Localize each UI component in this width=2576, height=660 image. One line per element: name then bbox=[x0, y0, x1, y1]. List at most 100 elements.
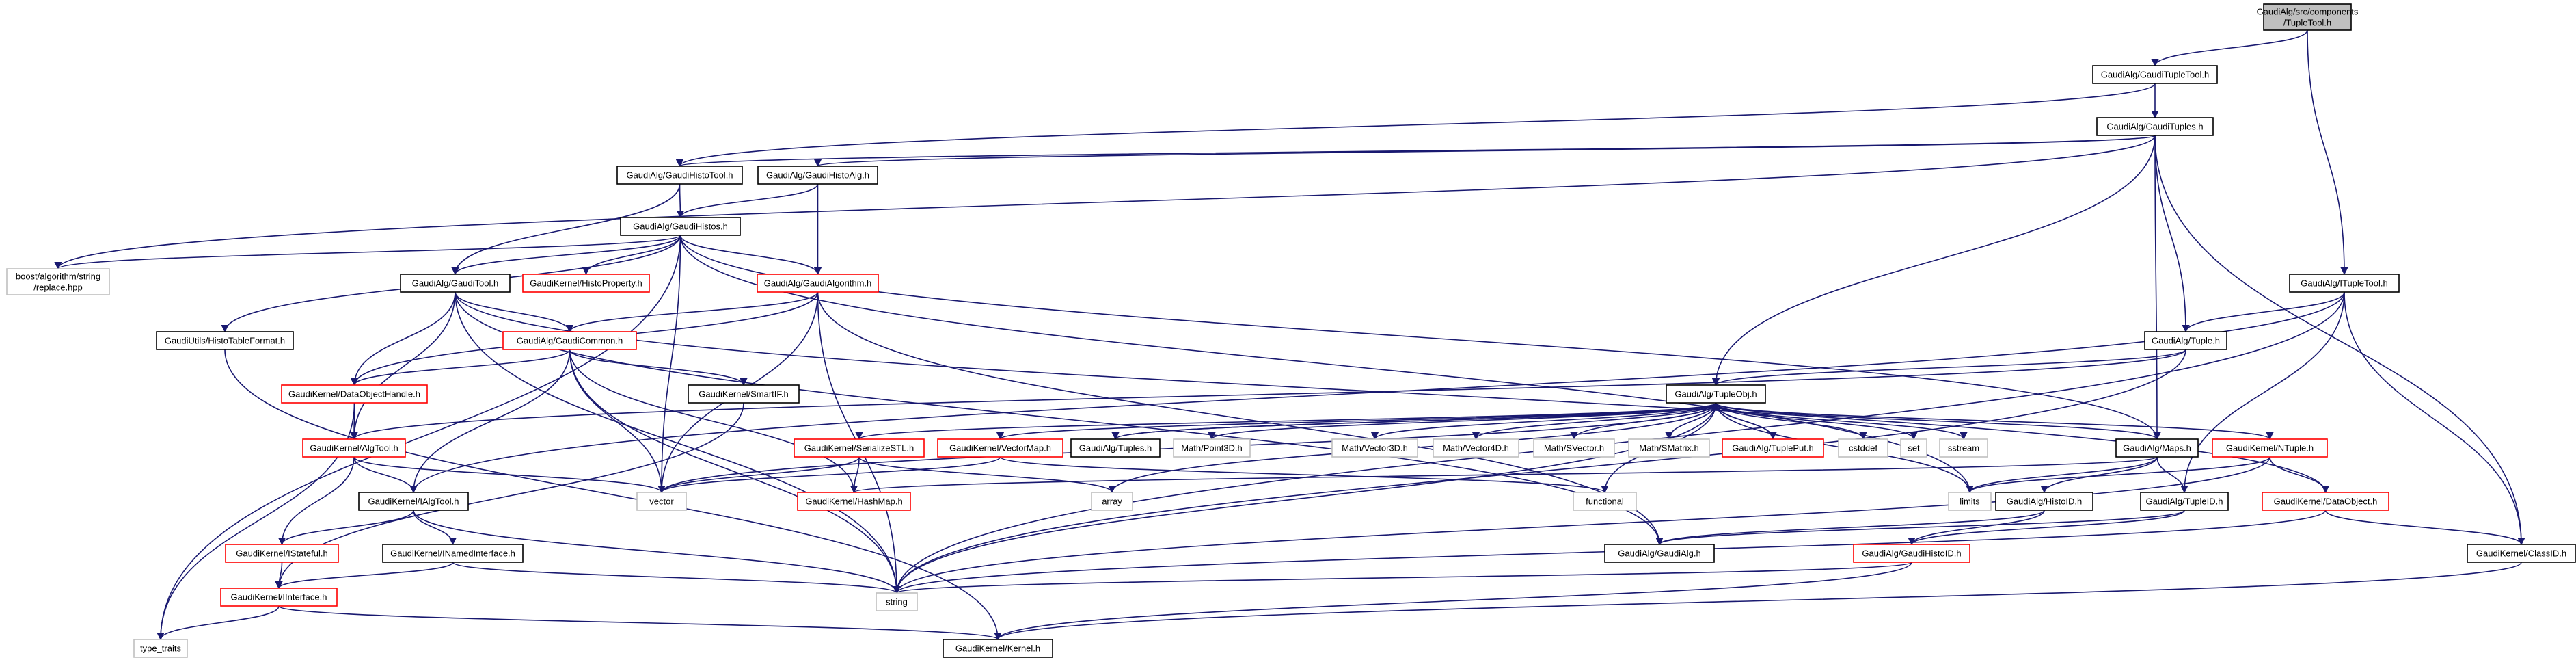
node-histoid[interactable]: GaudiAlg/HistoID.h bbox=[1995, 492, 2093, 511]
edge-ghistoid-to-string bbox=[893, 562, 1912, 594]
edge-gcommon-to-string bbox=[569, 349, 901, 594]
node-box-limits bbox=[1948, 492, 1992, 511]
node-label-serstl-line-0: GaudiKernel/SerializeSTL.h bbox=[804, 443, 914, 453]
edge-root-to-gtt bbox=[2151, 29, 2308, 67]
edge-gtool-to-doh bbox=[350, 291, 456, 386]
edge-gcommon-to-smartif bbox=[569, 349, 748, 386]
node-label-vector4d-line-0: Math/Vector4D.h bbox=[1443, 443, 1509, 453]
node-inamed[interactable]: GaudiKernel/INamedInterface.h bbox=[382, 544, 524, 563]
node-iinterface[interactable]: GaudiKernel/IInterface.h bbox=[220, 588, 338, 607]
node-label-boost-line-0: boost/algorithm/string bbox=[16, 272, 100, 282]
node-label-maps-line-0: GaudiAlg/Maps.h bbox=[2123, 443, 2191, 453]
node-box-tupleobj bbox=[1666, 384, 1766, 404]
edge-gcommon-to-doh bbox=[351, 349, 571, 386]
node-vecmap[interactable]: GaudiKernel/VectorMap.h bbox=[937, 438, 1063, 458]
node-label-histoprop-line-0: GaudiKernel/HistoProperty.h bbox=[530, 278, 642, 289]
node-ialgtool[interactable]: GaudiKernel/IAlgTool.h bbox=[358, 492, 469, 511]
node-label-vector-line-0: vector bbox=[649, 497, 674, 507]
node-box-array bbox=[1091, 492, 1133, 511]
node-box-tuples bbox=[1070, 438, 1161, 458]
node-label-set-line-0: set bbox=[1908, 443, 1920, 453]
node-label-ialgtool-line-0: GaudiKernel/IAlgTool.h bbox=[368, 497, 459, 507]
edge-inamed-to-string bbox=[452, 562, 901, 594]
node-tupleput[interactable]: GaudiAlg/TuplePut.h bbox=[1722, 438, 1824, 458]
node-label-gaudialg-line-0: GaudiAlg/GaudiAlg.h bbox=[1618, 549, 1700, 559]
node-tupleid[interactable]: GaudiAlg/TupleID.h bbox=[2140, 492, 2229, 511]
node-itupletool[interactable]: GaudiAlg/ITupleTool.h bbox=[2289, 274, 2400, 293]
node-box-gtool bbox=[400, 274, 511, 293]
node-doh[interactable]: GaudiKernel/DataObjectHandle.h bbox=[281, 384, 428, 404]
node-box-istateful bbox=[225, 544, 339, 563]
node-label-typetraits-line-0: type_traits bbox=[140, 644, 181, 654]
node-gtuples[interactable]: GaudiAlg/GaudiTuples.h bbox=[2096, 117, 2214, 136]
edge-gcommon-to-vector bbox=[569, 349, 666, 494]
edge-tupleobj-to-serstl bbox=[855, 402, 1717, 440]
node-dataobject[interactable]: GaudiKernel/DataObject.h bbox=[2262, 492, 2389, 511]
node-box-smatrix bbox=[1628, 438, 1710, 458]
edge-inamed-to-iinterface bbox=[275, 562, 454, 590]
edge-serstl-to-array bbox=[858, 456, 1116, 494]
node-label-gcommon-line-0: GaudiAlg/GaudiCommon.h bbox=[517, 336, 623, 346]
edge-gtuples-to-ghtool bbox=[676, 135, 2156, 168]
node-box-classid bbox=[2467, 544, 2576, 563]
node-box-maps bbox=[2115, 438, 2199, 458]
node-hashmap[interactable]: GaudiKernel/HashMap.h bbox=[797, 492, 911, 511]
node-vector4d: Math/Vector4D.h bbox=[1433, 438, 1519, 458]
node-kernel[interactable]: GaudiKernel/Kernel.h bbox=[943, 639, 1053, 658]
node-label-htformat-line-0: GaudiUtils/HistoTableFormat.h bbox=[165, 336, 285, 346]
node-label-tuple-line-0: GaudiAlg/Tuple.h bbox=[2152, 336, 2220, 346]
node-maps[interactable]: GaudiAlg/Maps.h bbox=[2115, 438, 2199, 458]
node-label-cstddef-line-0: cstddef bbox=[1849, 443, 1877, 453]
edge-htformat-to-kernel bbox=[224, 349, 1002, 641]
node-sstream: sstream bbox=[1939, 438, 1988, 458]
node-label-vecmap-line-0: GaudiKernel/VectorMap.h bbox=[949, 443, 1051, 453]
node-galgorithm[interactable]: GaudiAlg/GaudiAlgorithm.h bbox=[757, 274, 879, 293]
node-tuples[interactable]: GaudiAlg/Tuples.h bbox=[1070, 438, 1161, 458]
node-histoprop[interactable]: GaudiKernel/HistoProperty.h bbox=[522, 274, 650, 293]
edge-ghistos-to-gtool bbox=[451, 235, 681, 276]
node-htformat[interactable]: GaudiUtils/HistoTableFormat.h bbox=[156, 331, 294, 350]
edge-iinterface-to-typetraits bbox=[157, 605, 280, 641]
node-label-gtool-line-0: GaudiAlg/GaudiTool.h bbox=[412, 278, 498, 289]
node-ghistos[interactable]: GaudiAlg/GaudiHistos.h bbox=[620, 217, 741, 236]
node-tupleobj[interactable]: GaudiAlg/TupleObj.h bbox=[1666, 384, 1766, 404]
node-label-classid-line-0: GaudiKernel/ClassID.h bbox=[2476, 549, 2566, 559]
header-nodes: GaudiAlg/src/components/TupleTool.hGaudi… bbox=[6, 3, 2576, 658]
edge-tupleid-to-ghistoid bbox=[1908, 510, 2185, 546]
node-smartif[interactable]: GaudiKernel/SmartIF.h bbox=[688, 384, 800, 404]
node-classid[interactable]: GaudiKernel/ClassID.h bbox=[2467, 544, 2576, 563]
node-box-histoprop bbox=[522, 274, 650, 293]
edge-algtool-to-istateful bbox=[277, 456, 355, 546]
node-label-algtool-line-0: GaudiKernel/AlgTool.h bbox=[310, 443, 398, 453]
dependency-edges bbox=[54, 29, 2525, 641]
node-gtool[interactable]: GaudiAlg/GaudiTool.h bbox=[400, 274, 511, 293]
edge-tupleobj-to-point3d bbox=[1208, 402, 1717, 440]
edge-ialgtool-to-string bbox=[413, 510, 901, 594]
node-ghalg[interactable]: GaudiAlg/GaudiHistoAlg.h bbox=[757, 166, 878, 185]
node-label-boost-line-1: /replace.hpp bbox=[33, 282, 83, 293]
node-label-string-line-0: string bbox=[886, 597, 908, 607]
node-vector: vector bbox=[636, 492, 687, 511]
node-box-svector bbox=[1533, 438, 1615, 458]
node-gaudialg[interactable]: GaudiAlg/GaudiAlg.h bbox=[1604, 544, 1715, 563]
node-label-gtuples-line-0: GaudiAlg/GaudiTuples.h bbox=[2106, 122, 2203, 132]
node-box-vecmap bbox=[937, 438, 1063, 458]
node-serstl[interactable]: GaudiKernel/SerializeSTL.h bbox=[794, 438, 925, 458]
node-gcommon[interactable]: GaudiAlg/GaudiCommon.h bbox=[502, 331, 637, 350]
node-ntuple[interactable]: GaudiKernel/NTuple.h bbox=[2212, 438, 2328, 458]
node-tuple[interactable]: GaudiAlg/Tuple.h bbox=[2144, 331, 2227, 350]
node-box-sstream bbox=[1939, 438, 1988, 458]
node-root: GaudiAlg/src/components/TupleTool.h bbox=[2257, 3, 2359, 31]
node-box-kernel bbox=[943, 639, 1053, 658]
node-istateful[interactable]: GaudiKernel/IStateful.h bbox=[225, 544, 339, 563]
node-box-htformat bbox=[156, 331, 294, 350]
node-label-hashmap-line-0: GaudiKernel/HashMap.h bbox=[805, 497, 902, 507]
node-label-histoid-line-0: GaudiAlg/HistoID.h bbox=[2007, 497, 2083, 507]
node-ghtool[interactable]: GaudiAlg/GaudiHistoTool.h bbox=[616, 166, 743, 185]
node-gtt[interactable]: GaudiAlg/GaudiTupleTool.h bbox=[2092, 65, 2218, 84]
node-ghistoid[interactable]: GaudiAlg/GaudiHistoID.h bbox=[1853, 544, 1970, 563]
edge-ialgtool-to-inamed bbox=[413, 510, 457, 546]
node-algtool[interactable]: GaudiKernel/AlgTool.h bbox=[302, 438, 406, 458]
edge-ghistos-to-histoprop bbox=[582, 235, 681, 276]
edge-ghistos-to-boost bbox=[54, 235, 681, 270]
